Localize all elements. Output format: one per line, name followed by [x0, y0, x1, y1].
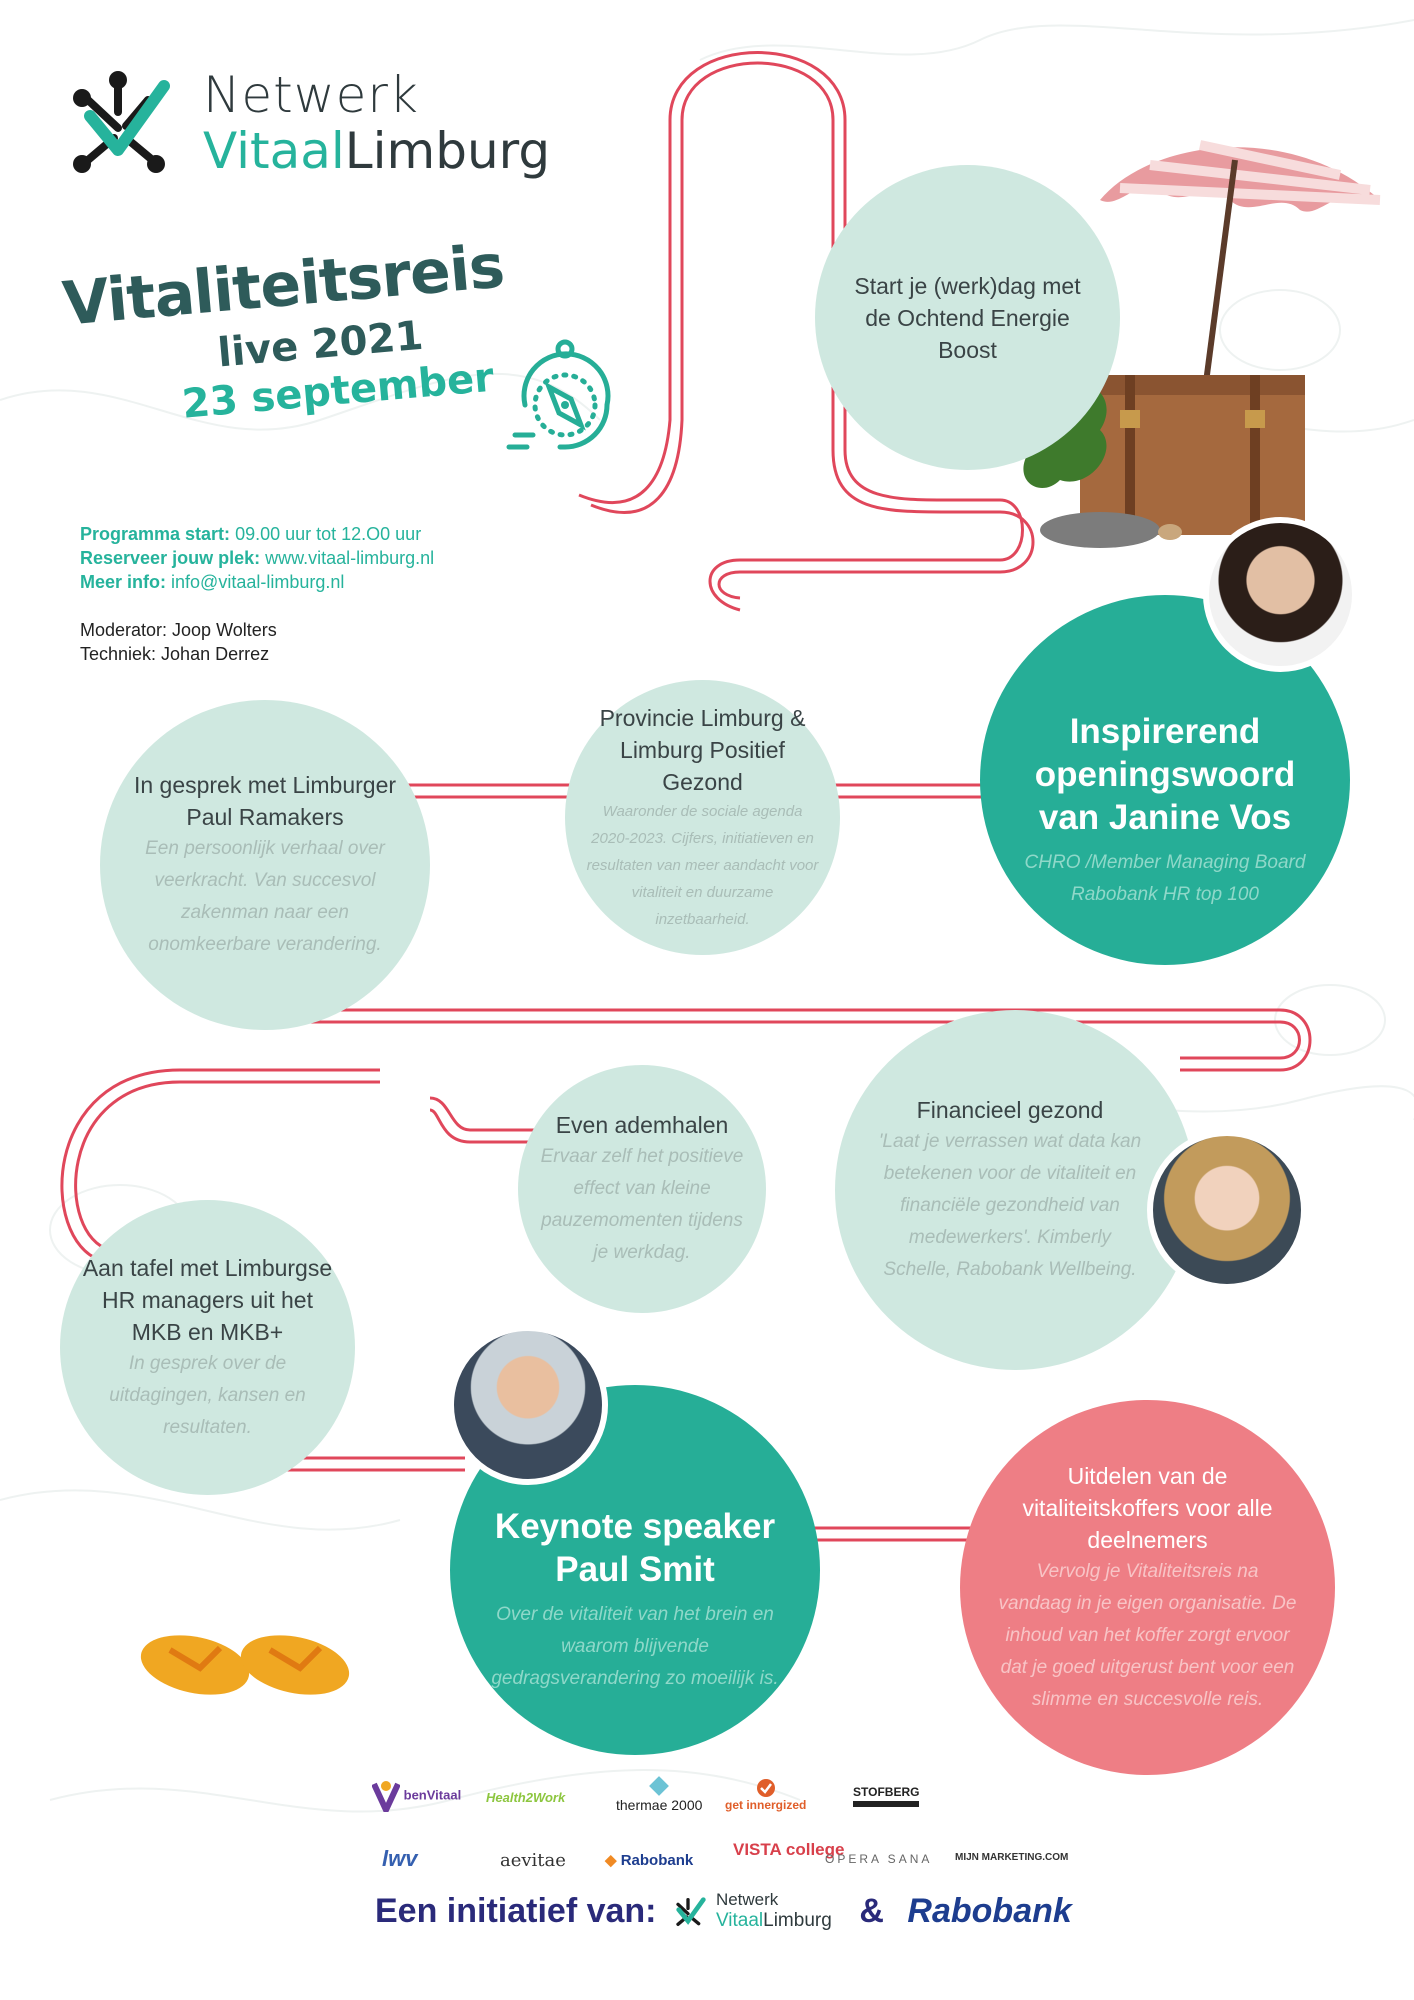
partner-logo: aevitae	[500, 1850, 566, 1871]
item-description: Ervaar zelf het positieve effect van kle…	[540, 1146, 744, 1263]
moderator: Moderator: Joop Wolters	[80, 620, 277, 640]
footer-prefix: Een initiatief van:	[375, 1891, 657, 1930]
item-title: Uitdelen van de vitaliteitskoffers voor …	[1022, 1462, 1273, 1553]
item-description: Een persoonlijk verhaal over veerkracht.…	[145, 838, 385, 955]
item-title: In gesprek met Limburger Paul Ramakers	[133, 772, 397, 830]
item-description: CHRO /Member Managing Board Rabobank HR …	[1024, 851, 1306, 905]
innergized-icon	[756, 1779, 775, 1797]
partner-logo: get innergized	[725, 1778, 806, 1812]
item-title: Start je (werk)dag met de Ochtend Energi…	[854, 272, 1081, 363]
photo-kimberly-schelle	[1147, 1130, 1307, 1290]
compass-icon	[506, 339, 611, 450]
partner-logo: benVitaal	[371, 1780, 461, 1818]
partner-logo: lwv	[382, 1846, 418, 1871]
benvitaal-icon	[371, 1781, 401, 1818]
item-description: Waaronder de sociale agenda 2020-2023. C…	[586, 803, 819, 928]
item-title: Keynote speaker Paul Smit	[494, 1507, 776, 1589]
item-title: Inspirerend openingswoord van Janine Vos	[1034, 711, 1296, 837]
website-link[interactable]: www.vitaal-limburg.nl	[265, 548, 435, 568]
item-even-ademhalen: Even ademhalen Ervaar zelf het positieve…	[518, 1065, 766, 1313]
item-description: Over de vitaliteit van het brein en waar…	[491, 1604, 779, 1689]
network-logo-icon	[73, 71, 170, 173]
photo-janine-vos	[1203, 517, 1358, 672]
partner-logo: STOFBERG	[853, 1785, 920, 1807]
network-logo-icon	[676, 1897, 706, 1927]
item-title: Provincie Limburg & Limburg Positief Gez…	[599, 705, 806, 795]
partner-logo: OPERA SANA	[825, 1852, 933, 1866]
item-aan-tafel-hr: Aan tafel met Limburgse HR managers uit …	[60, 1200, 355, 1495]
brand-logo: Netwerk VitaalLimburg	[70, 60, 590, 190]
info-row: Reserveer jouw plek: www.vitaal-limburg.…	[80, 548, 435, 568]
event-info: Programma start: 09.00 uur tot 12.O0 uur…	[80, 522, 434, 594]
partner-logo: ◆ Rabobank	[605, 1852, 694, 1869]
umbrella-suitcase-illustration	[1023, 140, 1381, 548]
info-row: Programma start: 09.00 uur tot 12.O0 uur	[80, 524, 422, 544]
item-vitaliteitskoffers: Uitdelen van de vitaliteitskoffers voor …	[960, 1400, 1335, 1775]
info-row: Meer info: info@vitaal-limburg.nl	[80, 572, 345, 592]
logo-line1: Netwerk	[203, 66, 419, 124]
thermae-icon	[649, 1776, 670, 1796]
footer-rabobank: Rabobank	[907, 1891, 1072, 1930]
item-description: Vervolg je Vitaliteitsreis na vandaag in…	[998, 1560, 1297, 1710]
footer-initiative: Een initiatief van: Netwerk VitaalLimbur…	[375, 1890, 1072, 1936]
item-ochtend-energie-boost: Start je (werk)dag met de Ochtend Energi…	[815, 165, 1120, 470]
footer-netwerk-logo: Netwerk VitaalLimburg	[672, 1890, 842, 1936]
item-title: Financieel gezond	[916, 1097, 1104, 1123]
item-gesprek-paul-ramakers: In gesprek met Limburger Paul Ramakers E…	[100, 700, 430, 1030]
staff-info: Moderator: Joop Wolters Techniek: Johan …	[80, 618, 277, 666]
partner-logo: thermae 2000	[616, 1775, 702, 1813]
item-provincie-limburg: Provincie Limburg & Limburg Positief Gez…	[565, 680, 840, 955]
flip-flops-illustration	[140, 1635, 350, 1695]
techniek: Techniek: Johan Derrez	[80, 644, 270, 664]
partner-logo: MIJN MARKETING.COM	[955, 1852, 1069, 1863]
partner-logo: VISTA college	[733, 1840, 845, 1859]
photo-paul-smit	[448, 1325, 608, 1485]
partner-logo: Health2Work	[486, 1790, 566, 1805]
item-description: In gesprek over de uitdagingen, kansen e…	[109, 1352, 306, 1438]
item-title: Even ademhalen	[555, 1112, 729, 1138]
email-link[interactable]: info@vitaal-limburg.nl	[171, 572, 345, 592]
item-title: Aan tafel met Limburgse HR managers uit …	[82, 1254, 333, 1345]
item-financieel-gezond: Financieel gezond 'Laat je verrassen wat…	[835, 1010, 1195, 1370]
footer-ampersand: &	[859, 1891, 884, 1930]
logo-line2: VitaalLimburg	[203, 122, 551, 180]
item-description: 'Laat je verrassen wat data kan betekene…	[878, 1131, 1142, 1280]
